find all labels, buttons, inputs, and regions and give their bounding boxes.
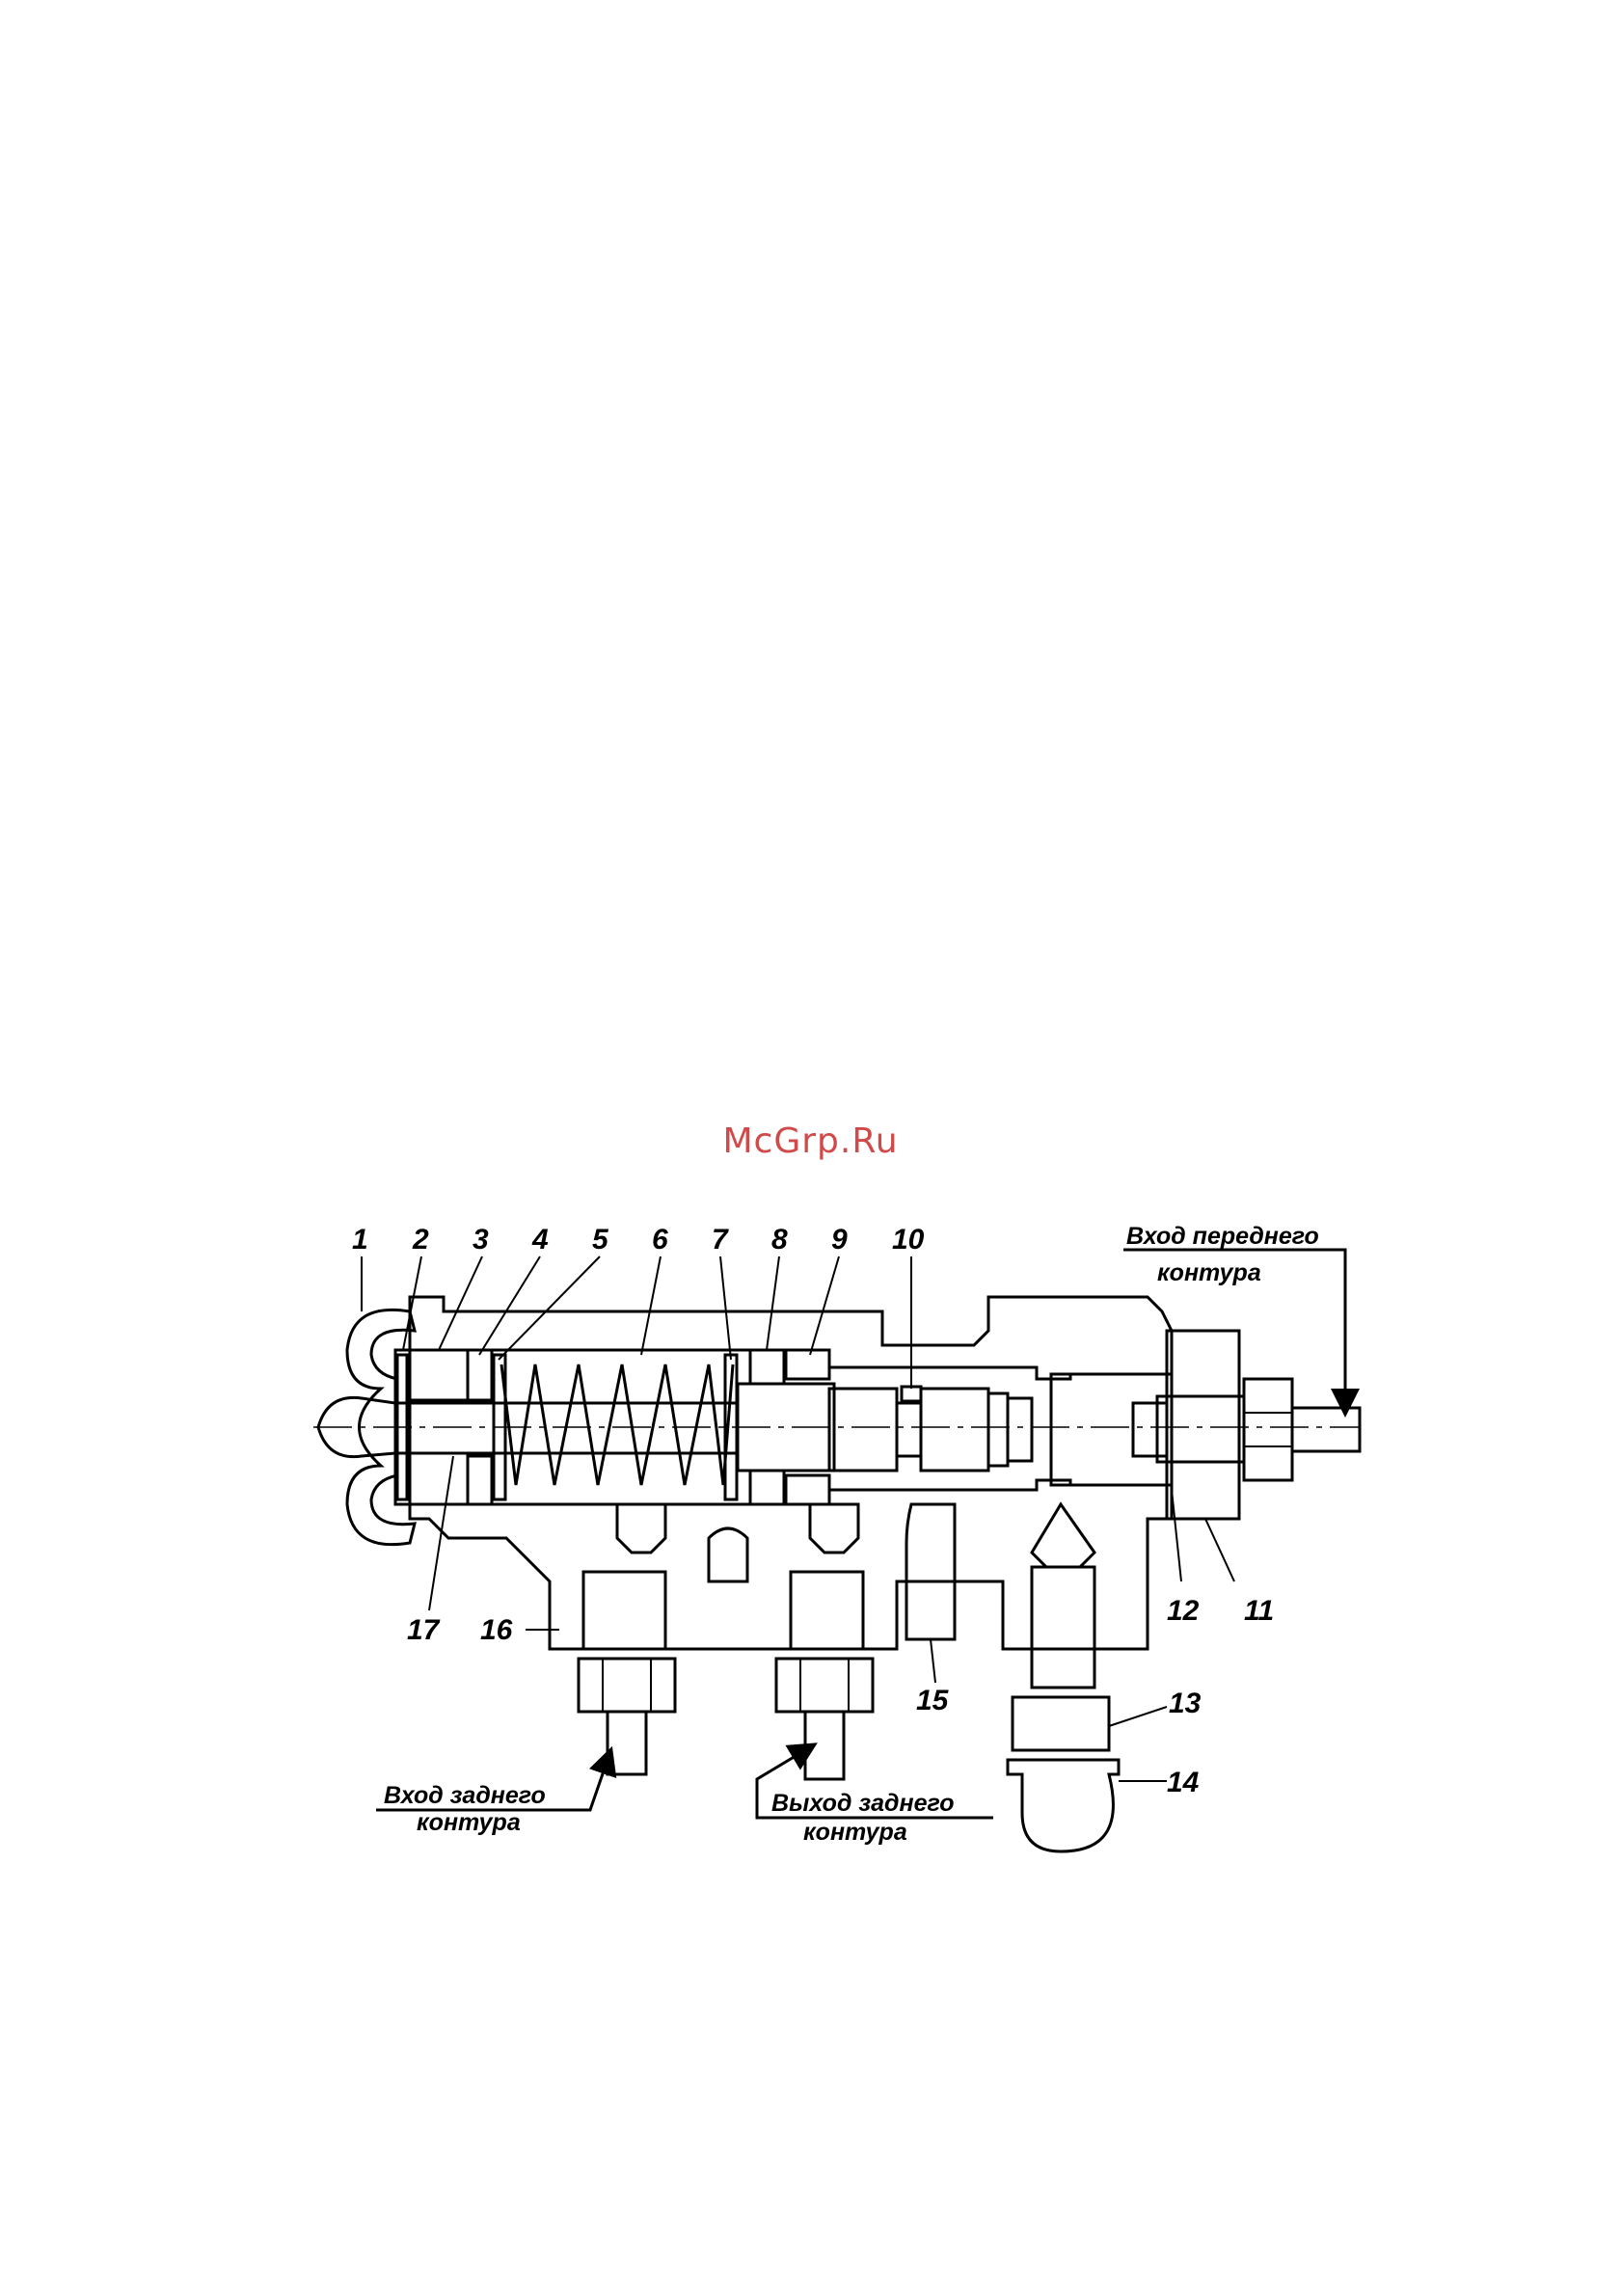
label-8: 8 — [771, 1224, 788, 1256]
label-16: 16 — [480, 1614, 513, 1646]
spring — [501, 1364, 733, 1485]
plug-12-bore — [1133, 1403, 1167, 1456]
label-5: 5 — [592, 1224, 609, 1256]
label-1: 1 — [352, 1224, 368, 1256]
plug-12 — [1051, 1374, 1167, 1485]
label-4: 4 — [531, 1224, 549, 1256]
body-pocket — [709, 1528, 747, 1581]
piston-10 — [829, 1389, 897, 1471]
rear-inlet-cone — [617, 1504, 665, 1553]
seal-4-bottom — [468, 1456, 492, 1504]
bushing-9-top — [786, 1350, 829, 1379]
rear-outlet-cone — [810, 1504, 858, 1553]
label-14: 14 — [1167, 1767, 1200, 1798]
hex-nut-front — [1244, 1379, 1292, 1480]
piston-10-stem — [897, 1403, 921, 1456]
rear-inlet-pipe — [608, 1712, 646, 1774]
bleeder-nut-13 — [1013, 1697, 1109, 1750]
label-12: 12 — [1167, 1595, 1200, 1627]
seal-10b — [988, 1393, 1008, 1466]
front-inlet-caption-1: Вход переднего — [1126, 1223, 1319, 1250]
bushing-9-bottom — [786, 1475, 829, 1504]
label-7: 7 — [712, 1224, 729, 1256]
spool-end — [1008, 1398, 1032, 1461]
rear-inlet-nut — [579, 1659, 675, 1712]
sleeve-3 — [410, 1350, 468, 1400]
label-2: 2 — [412, 1224, 429, 1256]
label-15: 15 — [916, 1685, 950, 1716]
sensor-15 — [906, 1504, 955, 1639]
seal-8-top — [750, 1350, 784, 1384]
bleeder-cap-14 — [1008, 1760, 1119, 1851]
front-pipe — [1292, 1408, 1360, 1451]
rear-outlet-caption-2: контура — [803, 1819, 907, 1846]
cap-nut-11 — [1167, 1331, 1239, 1519]
label-13: 13 — [1169, 1688, 1202, 1719]
spool — [921, 1389, 988, 1471]
seal-4-top — [468, 1350, 492, 1400]
label-11: 11 — [1244, 1595, 1274, 1627]
label-9: 9 — [831, 1224, 848, 1256]
label-17: 17 — [407, 1614, 441, 1646]
seal-8-bottom — [750, 1471, 784, 1504]
bleeder-body — [1032, 1567, 1094, 1688]
rear-outlet-caption-1: Выход заднего — [771, 1790, 954, 1817]
label-6: 6 — [652, 1224, 668, 1256]
front-inlet-caption-2: контура — [1157, 1259, 1261, 1286]
label-3: 3 — [473, 1224, 489, 1256]
rear-inlet-fitting — [583, 1572, 665, 1649]
label-10: 10 — [892, 1224, 925, 1256]
rear-outlet-fitting — [791, 1572, 863, 1649]
rear-inlet-caption-2: контура — [417, 1809, 521, 1836]
seal-10-top — [902, 1387, 921, 1401]
leader-lines — [362, 1256, 1234, 1781]
rear-inlet-caption-1: Вход заднего — [384, 1782, 546, 1809]
rear-outlet-pipe — [805, 1712, 844, 1779]
bleeder-screw-13 — [1032, 1504, 1094, 1567]
rear-outlet-nut — [776, 1659, 873, 1712]
